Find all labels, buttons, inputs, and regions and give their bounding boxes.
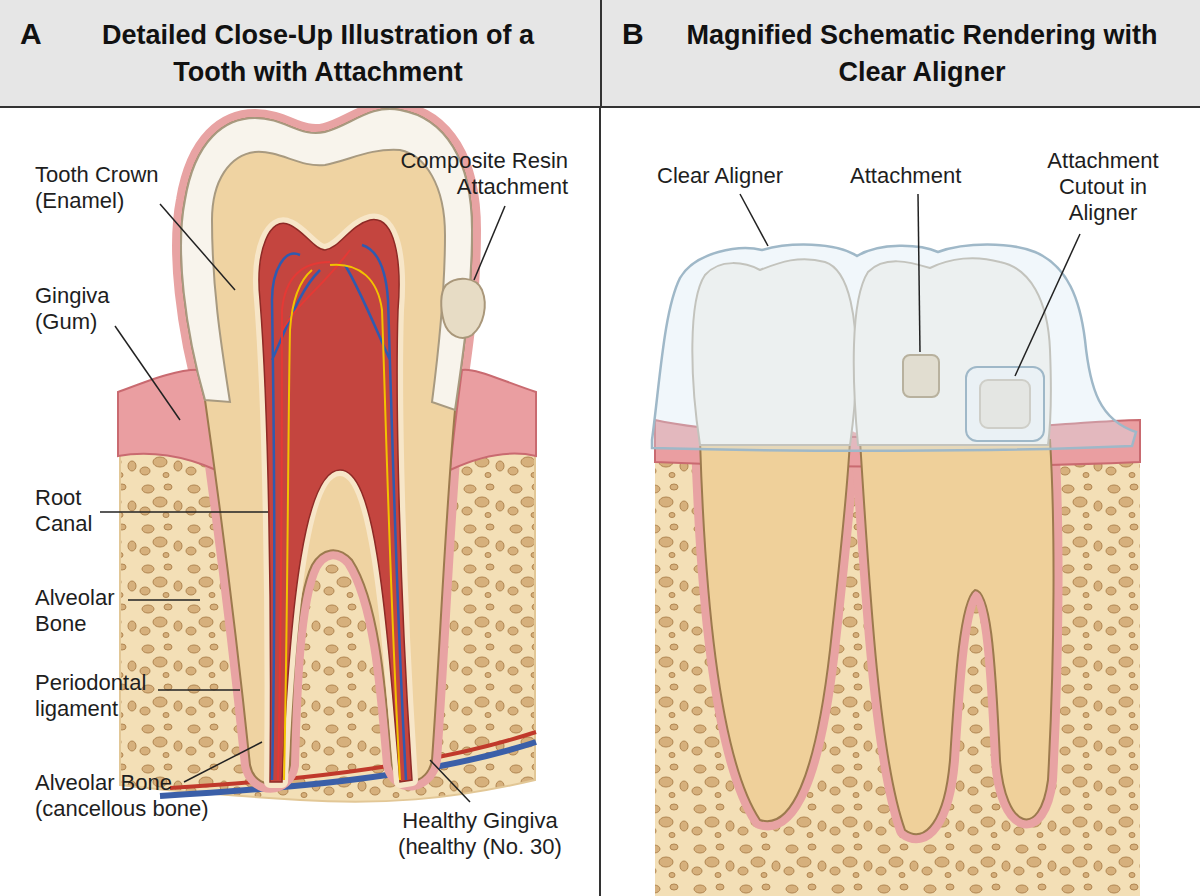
part-label: Healthy Gingiva (healthy (No. 30) <box>385 808 575 860</box>
vein <box>160 742 536 796</box>
part-label: Attachment Cutout in Aligner <box>1038 148 1168 226</box>
leader-line <box>740 194 768 246</box>
pulp-artery <box>278 250 350 780</box>
part-label: Attachment <box>850 163 990 189</box>
periodontal-ligament <box>700 440 850 821</box>
leader-line <box>128 599 200 601</box>
part-label: Composite Resin Attachment <box>358 148 568 200</box>
artery <box>170 732 536 788</box>
leader-line <box>115 326 180 420</box>
periodontal-ligament <box>860 440 1054 834</box>
alveolar-bone <box>655 440 1140 896</box>
part-label: Alveolar Bone (cancellous bone) <box>35 770 265 822</box>
tooth-dentin <box>181 109 472 784</box>
composite-attachment <box>441 279 485 338</box>
leader-line <box>1015 234 1080 376</box>
leader-line <box>474 206 505 280</box>
part-label: Root Canal <box>35 485 105 537</box>
panel-title: Magnified Schematic Rendering with Clear… <box>662 17 1182 91</box>
leader-line <box>430 760 470 802</box>
part-label: Alveolar Bone <box>35 585 135 637</box>
part-label: Clear Aligner <box>657 163 827 189</box>
leader-line <box>918 194 920 352</box>
panel-title: Detailed Close-Up Illustration of a Toot… <box>78 17 558 91</box>
aligner-cutout <box>966 367 1044 441</box>
panel-divider <box>599 100 601 896</box>
leader-lines <box>100 204 505 802</box>
leader-lines <box>740 194 1080 376</box>
periodontal-ligament <box>181 109 472 784</box>
pulp-nerve <box>284 270 312 780</box>
tooth-root <box>700 440 850 821</box>
pulp <box>259 220 412 782</box>
clear-aligner <box>652 245 1136 451</box>
panel-header: A Detailed Close-Up Illustration of a Too… <box>0 0 600 108</box>
leader-line <box>100 511 268 513</box>
panel-header: BMagnified Schematic Rendering with Clea… <box>600 0 1200 108</box>
part-label: Periodontal ligament <box>35 670 175 722</box>
predentin <box>259 220 412 782</box>
leader-line <box>184 742 262 782</box>
part-label: Tooth Crown (Enamel) <box>35 162 185 214</box>
pulp-nerve <box>330 265 400 780</box>
panel-letter: A <box>20 16 60 52</box>
leader-line <box>160 204 235 290</box>
part-label: Gingiva (Gum) <box>35 283 135 335</box>
gingiva <box>450 370 536 470</box>
leader-line <box>158 689 240 691</box>
tooth-root <box>860 440 1054 834</box>
panel-letter: B <box>622 16 662 52</box>
